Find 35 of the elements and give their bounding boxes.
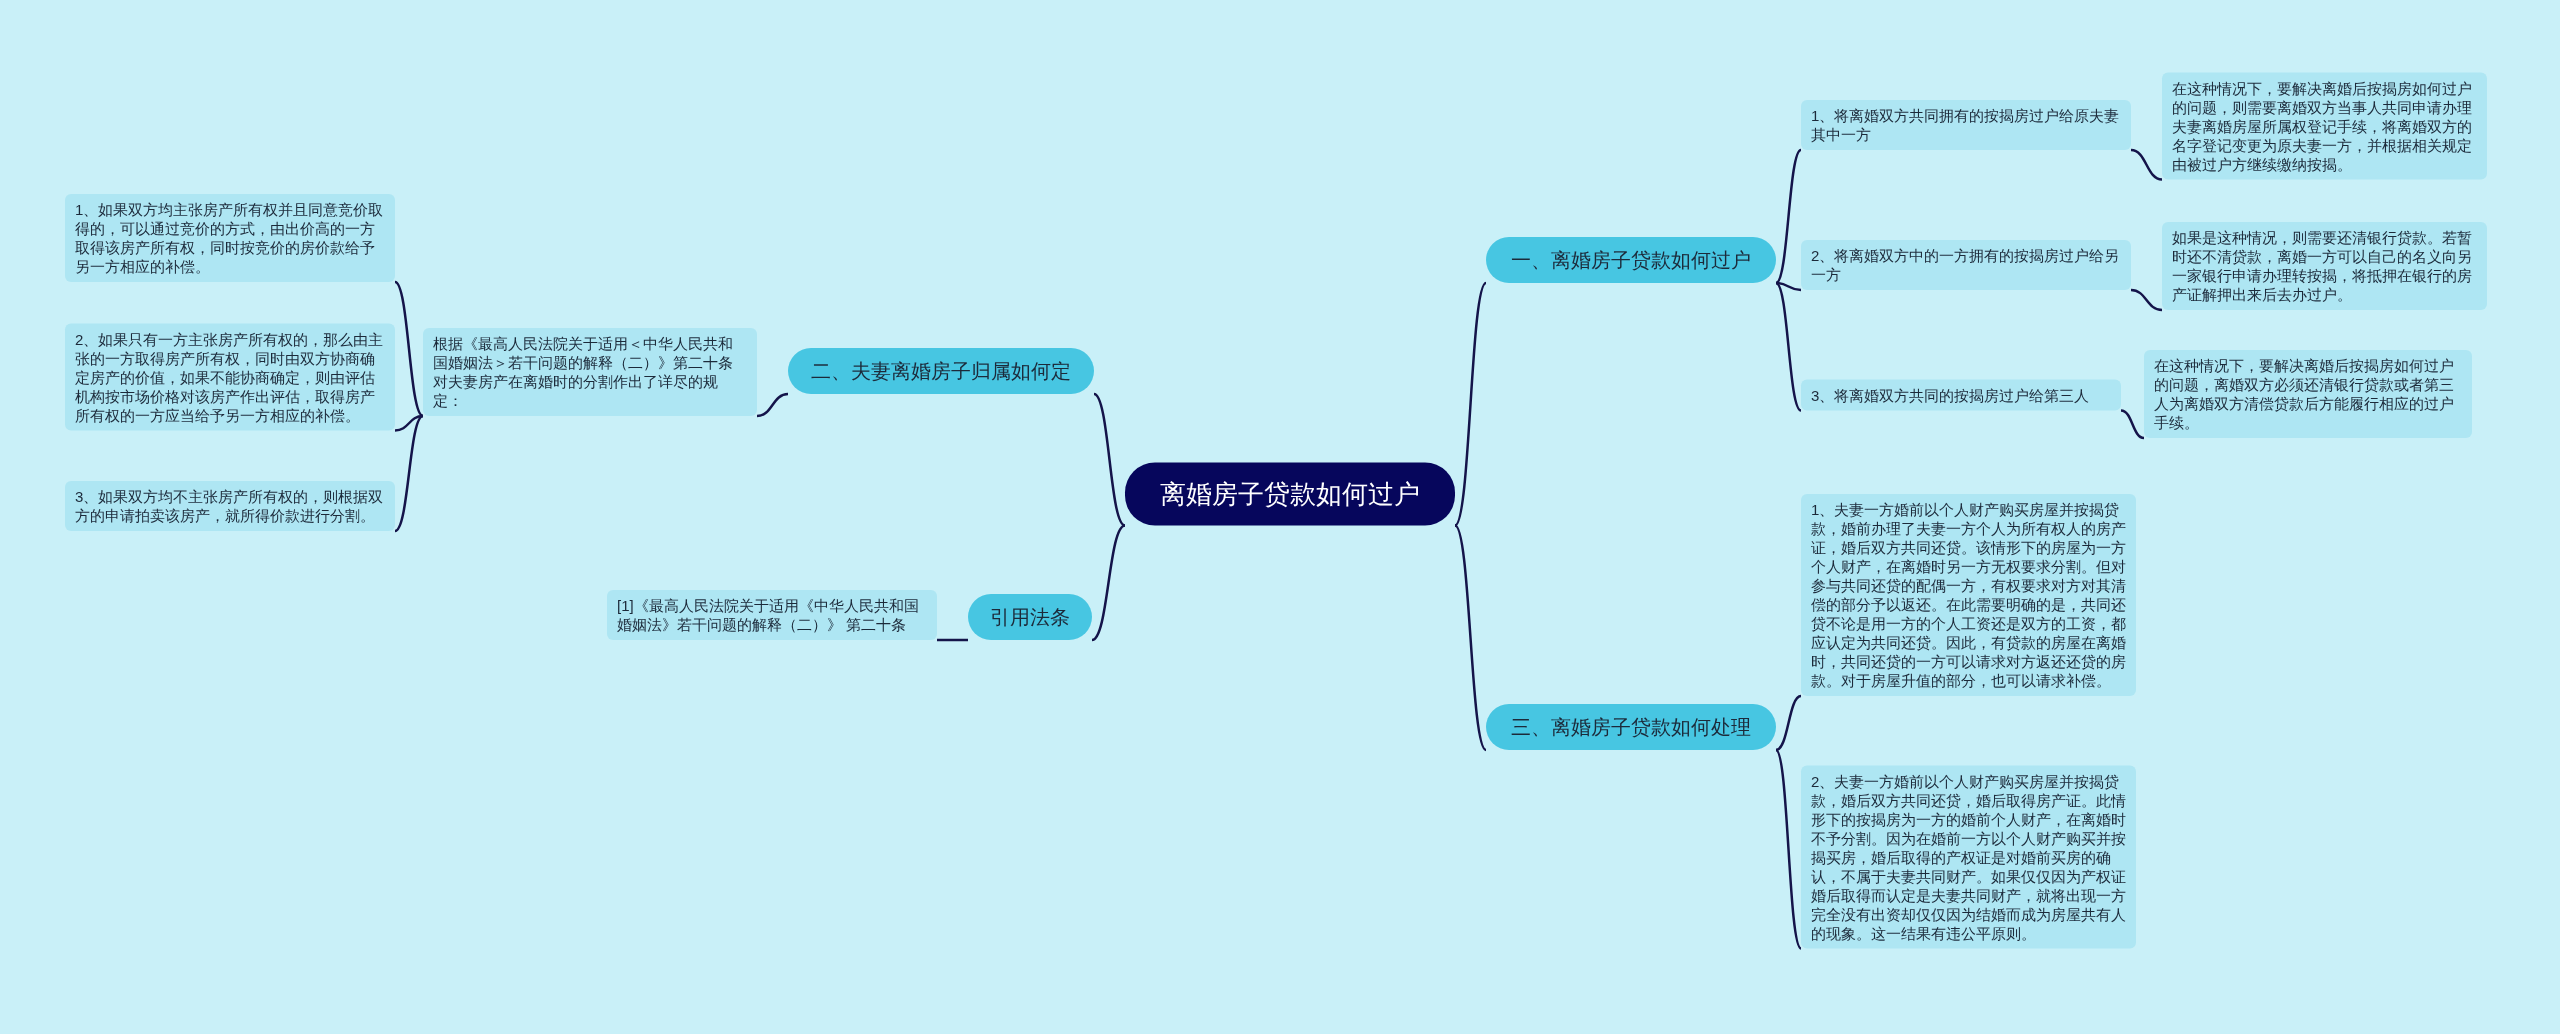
branch-topic: 三、离婚房子贷款如何处理 xyxy=(1486,704,1776,750)
branch-topic: 引用法条 xyxy=(968,594,1092,640)
connector-line xyxy=(937,638,968,642)
connector-line xyxy=(394,414,424,533)
topic-box: 在这种情况下，要解决离婚后按揭房如何过户的问题，离婚双方必须还清银行贷款或者第三人为离婚双方清偿贷款后方能履行相应的过户手续。 xyxy=(2144,350,2472,438)
topic-box: 1、夫妻一方婚前以个人财产购买房屋并按揭贷款，婚前办理了夫妻一方个人为所有权人的房产证，婚后双方共同还贷。该情形下的房屋为一方个人财产，在离婚时另一方无权要求分割。但对参与共同还贷的配偶一方，有权要求对方对其清偿的部分予以返还。在此需要明确的是，共同还贷不论是用一方的个人工资还是双方的工资，都应认定为共同还贷。因此，有贷款的房屋在离婚时，共同还贷的一方可以请求对方返还还贷的房款。对于房屋升值的部分，也可以请求补偿。 xyxy=(1801,494,2136,696)
topic-box: 在这种情况下，要解决离婚后按揭房如何过户的问题，则需要离婚双方当事人共同申请办理夫妻离婚房屋所属权登记手续，将离婚双方的名字登记变更为原夫妻一方，并根据相关规定由被过户方继续缴纳按揭。 xyxy=(2162,72,2487,180)
connector-line xyxy=(1775,281,1802,292)
connector-line xyxy=(1775,749,1802,950)
topic-box: 2、如果只有一方主张房产所有权的，那么由主张的一方取得房产所有权，同时由双方协商确定房产的价值，如果不能协商确定，则由评估机构按市场价格对该房产作出评估，取得房产所有权的一方应当给予另一方相应的补偿。 xyxy=(65,323,395,431)
branch-topic: 二、夫妻离婚房子归属如何定 xyxy=(788,348,1094,394)
connector-line xyxy=(756,392,789,418)
connector-line xyxy=(1091,524,1126,642)
topic-box: 3、如果双方均不主张房产所有权的，则根据双方的申请拍卖该房产，就所得价款进行分割。 xyxy=(65,481,395,531)
connector-line xyxy=(2130,288,2163,312)
connector-line xyxy=(1454,524,1487,751)
central-topic: 离婚房子贷款如何过户 xyxy=(1125,462,1455,526)
branch-topic: 一、离婚房子贷款如何过户 xyxy=(1486,237,1776,283)
connector-line xyxy=(1093,393,1126,527)
topic-box: 1、如果双方均主张房产所有权并且同意竞价取得的，可以通过竞价的方式，由出价高的一方取得该房产所有权，同时按竞价的房价款给予另一方相应的补偿。 xyxy=(65,194,395,282)
topic-box: 根据《最高人民法院关于适用＜中华人民共和国婚姻法＞若干问题的解释（二）》第二十条对夫妻房产在离婚时的分割作出了详尽的规定： xyxy=(423,328,757,416)
topic-box: 2、将离婚双方中的一方拥有的按揭房过户给另一方 xyxy=(1801,240,2131,290)
connector-line xyxy=(1775,282,1802,412)
topic-box: [1]《最高人民法院关于适用《中华人民共和国婚姻法》若干问题的解释（二）》 第二十条 xyxy=(607,590,937,640)
topic-box: 3、将离婚双方共同的按揭房过户给第三人 xyxy=(1801,379,2121,411)
topic-box: 如果是这种情况，则需要还清银行贷款。若暂时还不清贷款，离婚一方可以自己的名义向另一家银行申请办理转按揭，将抵押在银行的房产证解押出来后去办过户。 xyxy=(2162,222,2487,310)
topic-box: 1、将离婚双方共同拥有的按揭房过户给原夫妻其中一方 xyxy=(1801,100,2131,150)
connector-line xyxy=(2120,409,2145,440)
connector-line xyxy=(1775,149,1802,284)
connector-line xyxy=(394,414,424,432)
topic-box: 2、夫妻一方婚前以个人财产购买房屋并按揭贷款，婚后双方共同还贷，婚后取得房产证。此情形下的按揭房为一方的婚前个人财产，在离婚时不予分割。因为在婚前一方以个人财产购买并按揭买房，婚后取得的产权证是对婚前买房的确认，不属于夫妻共同财产。如果仅仅因为产权证婚后取得而认定是夫妻共同财产，就将出现一方完全没有出资却仅仅因为结婚而成为房屋共有人的现象。这一结果有违公平原则。 xyxy=(1801,765,2136,949)
connector-line xyxy=(2130,148,2163,181)
connector-line xyxy=(1454,282,1487,527)
connector-line xyxy=(1775,694,1802,752)
connector-line xyxy=(394,281,424,417)
